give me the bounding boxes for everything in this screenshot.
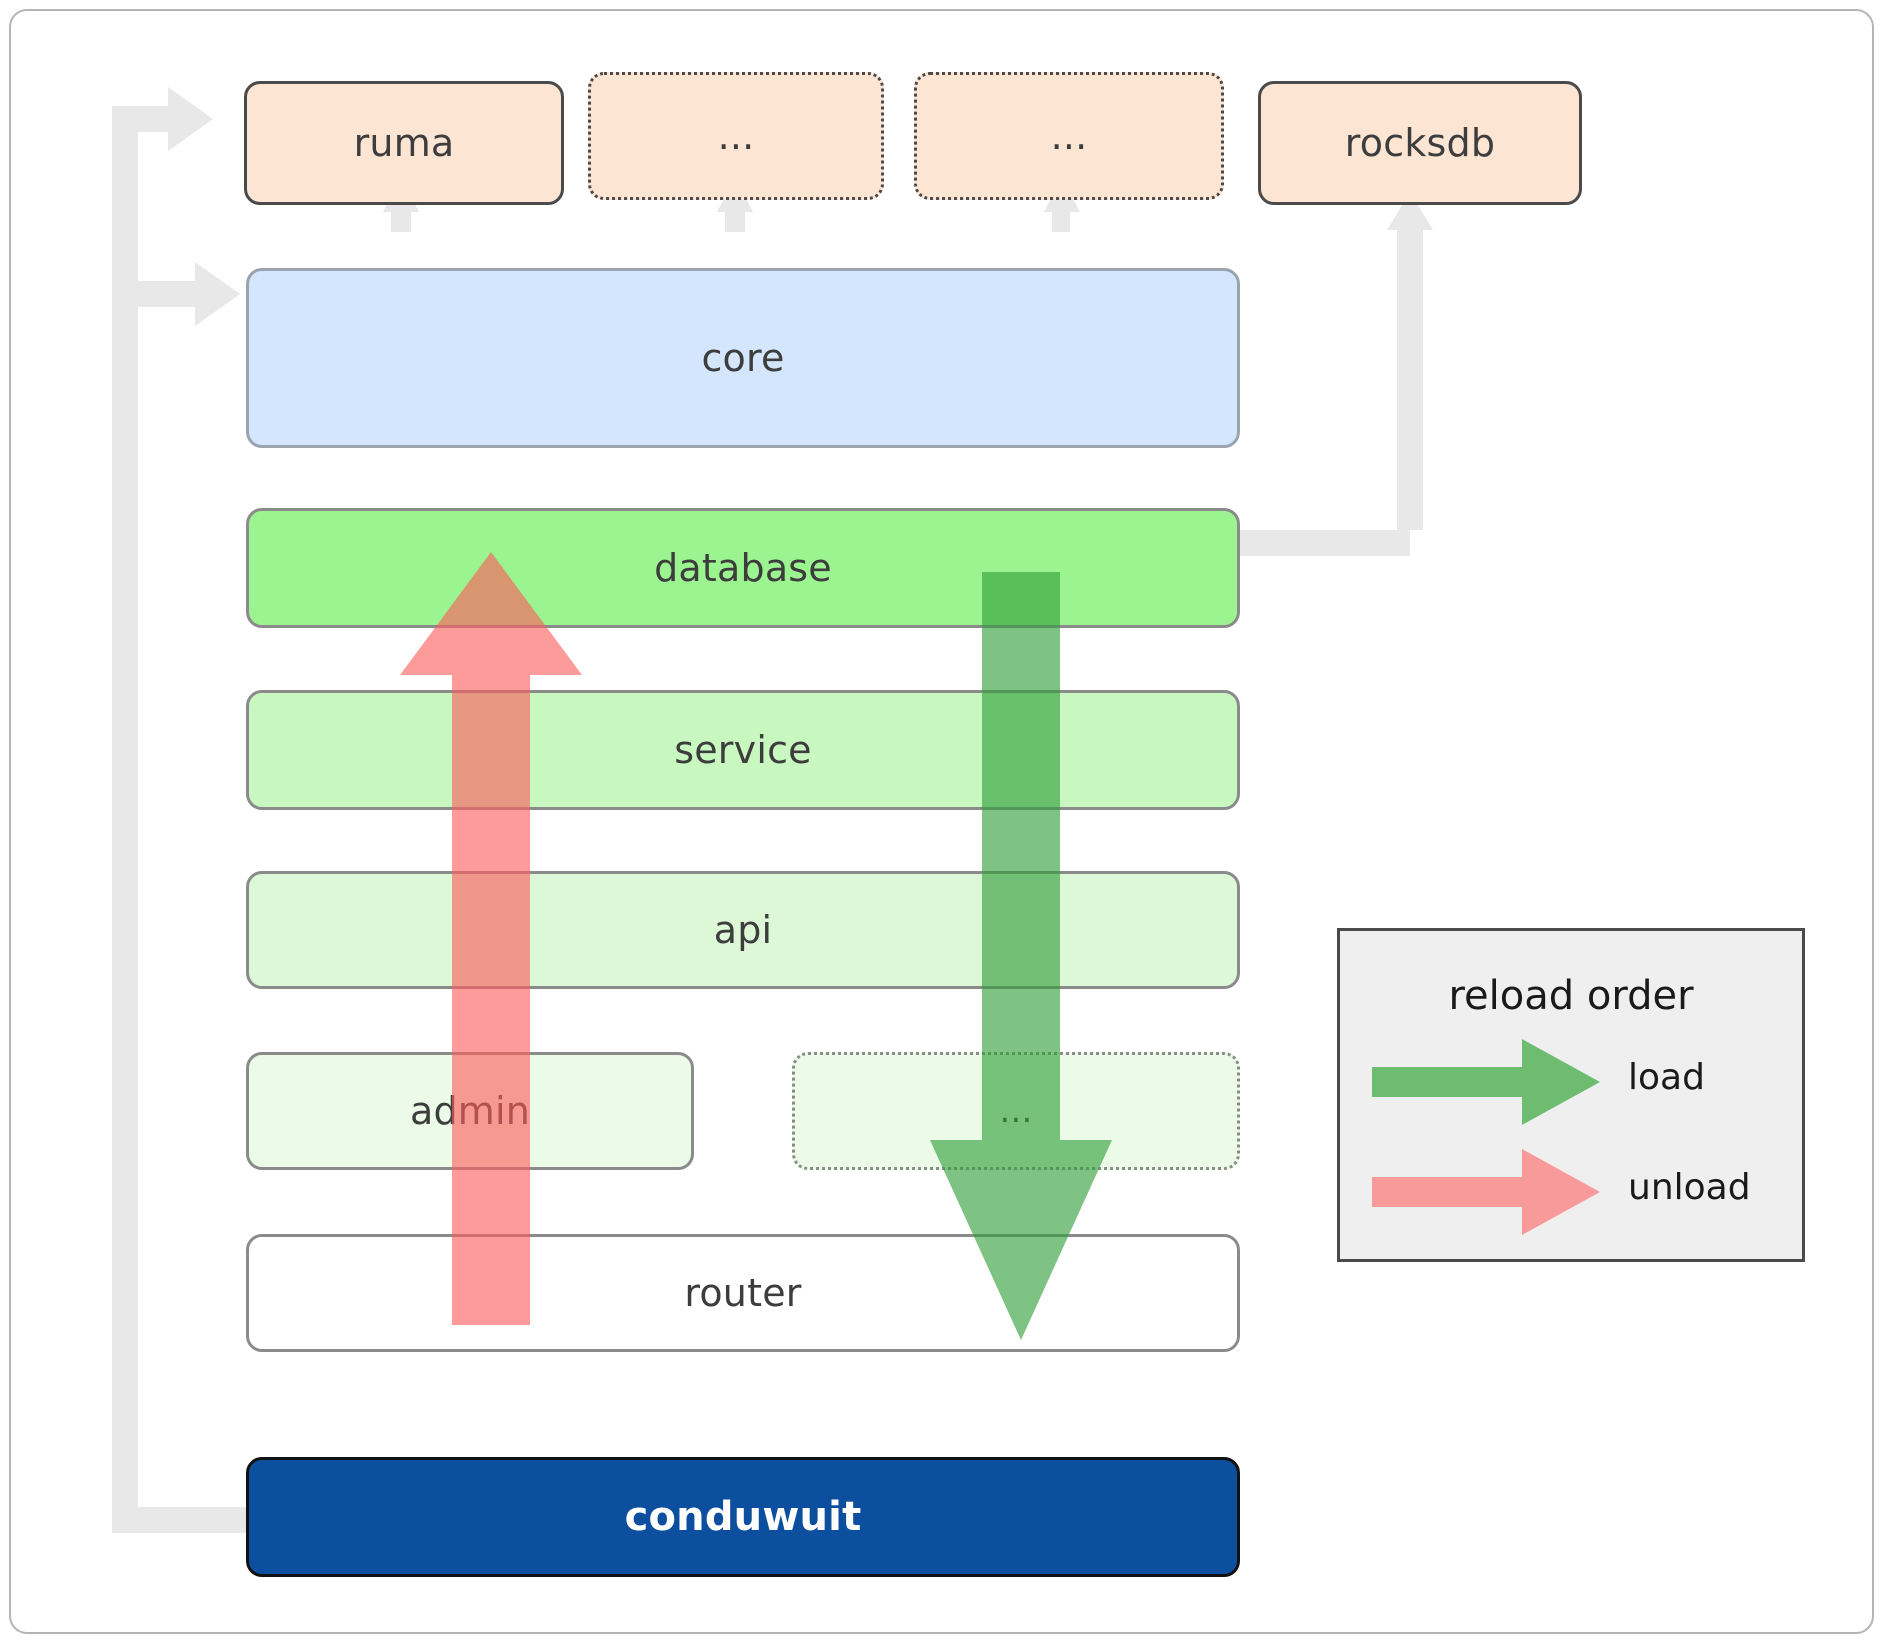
legend-title: reload order <box>1448 973 1694 1019</box>
legend-load-label: load <box>1628 1057 1705 1098</box>
crate-label-ellipsis-2: ... <box>1050 114 1088 158</box>
layer-box-database[interactable]: database <box>246 508 1240 628</box>
layer-box-router[interactable]: router <box>246 1234 1240 1352</box>
legend-unload-arrow <box>1372 1149 1600 1235</box>
layer-label-router: router <box>684 1271 802 1315</box>
core-label: core <box>701 336 785 380</box>
crate-label-ellipsis-1: ... <box>717 114 755 158</box>
legend-unload-label: unload <box>1628 1167 1751 1208</box>
root-box-conduwuit[interactable]: conduwuit <box>246 1457 1240 1577</box>
layer-box-api[interactable]: api <box>246 871 1240 989</box>
crate-box-ellipsis-2[interactable]: ... <box>914 72 1224 200</box>
layer-label-admin: admin <box>409 1089 531 1133</box>
legend-load-arrow <box>1372 1039 1600 1125</box>
legend-panel: reload order load unload <box>1337 928 1805 1262</box>
layer-box-admin[interactable]: admin <box>246 1052 694 1170</box>
layer-label-ellipsis: ... <box>999 1091 1033 1131</box>
root-label-conduwuit: conduwuit <box>624 1494 862 1540</box>
layer-box-service[interactable]: service <box>246 690 1240 810</box>
layer-box-ellipsis[interactable]: ... <box>792 1052 1240 1170</box>
crate-box-ruma[interactable]: ruma <box>244 81 564 205</box>
core-box[interactable]: core <box>246 268 1240 448</box>
crate-label-ruma: ruma <box>353 121 455 165</box>
crate-label-rocksdb: rocksdb <box>1344 121 1496 165</box>
layer-label-service: service <box>674 728 812 772</box>
crate-box-ellipsis-1[interactable]: ... <box>588 72 884 200</box>
layer-label-database: database <box>654 546 832 590</box>
layer-label-api: api <box>713 908 773 952</box>
diagram-frame <box>9 9 1874 1634</box>
crate-box-rocksdb[interactable]: rocksdb <box>1258 81 1582 205</box>
